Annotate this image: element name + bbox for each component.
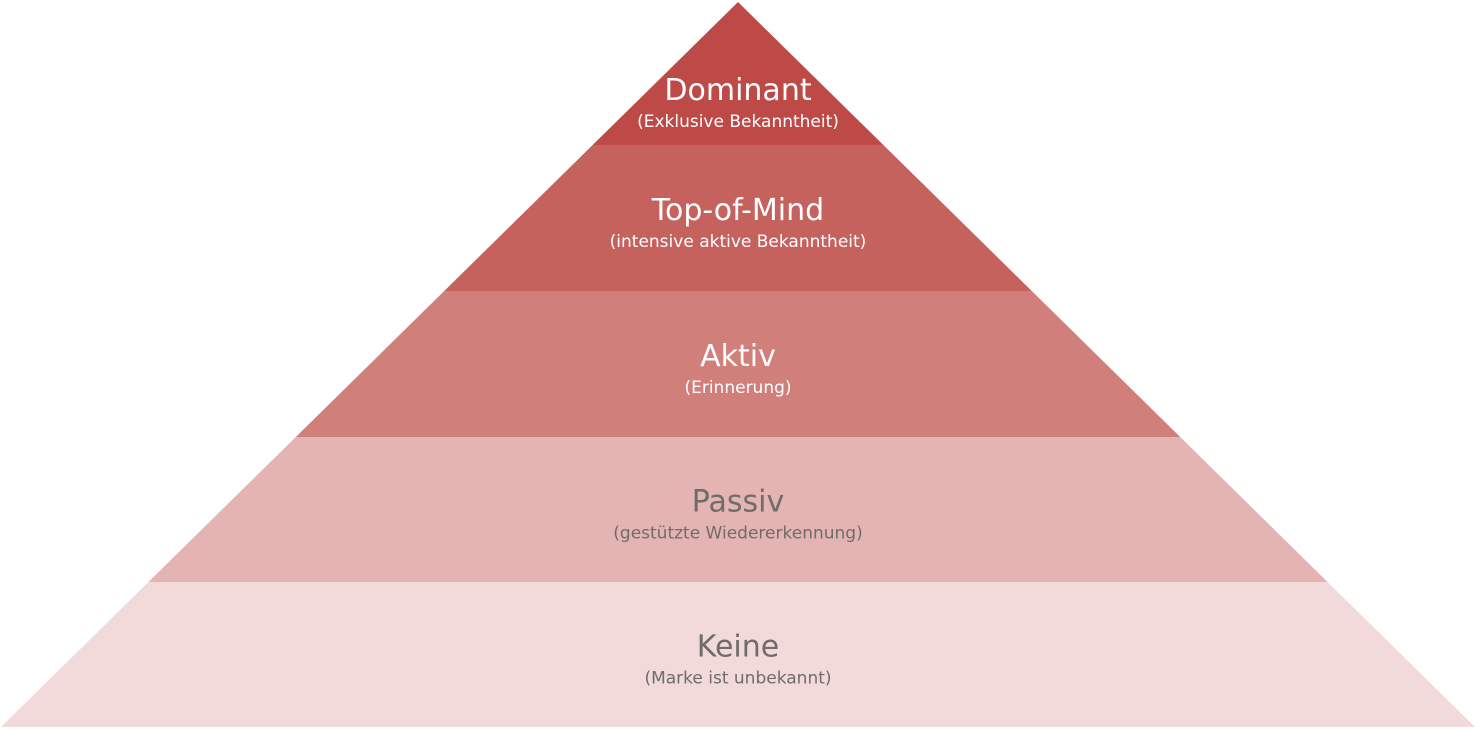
level-aktiv-title: Aktiv [700, 339, 776, 374]
level-dominant: Dominant (Exklusive Bekanntheit) [592, 2, 884, 145]
level-keine: Keine (Marke ist unbekannt) [1, 582, 1475, 727]
level-top-of-mind-title: Top-of-Mind [651, 193, 824, 228]
level-keine-shape [1, 582, 1475, 727]
level-aktiv-shape [295, 291, 1181, 437]
level-passiv-title: Passiv [692, 485, 784, 520]
level-passiv-shape [148, 437, 1328, 582]
level-top-of-mind: Top-of-Mind (intensive aktive Bekannthei… [444, 145, 1032, 291]
level-dominant-subtitle: (Exklusive Bekanntheit) [637, 112, 839, 132]
level-passiv: Passiv (gestützte Wiedererkennung) [148, 437, 1328, 582]
level-keine-title: Keine [697, 630, 779, 665]
level-dominant-shape [592, 2, 884, 145]
level-aktiv: Aktiv (Erinnerung) [295, 291, 1181, 437]
level-dominant-title: Dominant [664, 73, 811, 108]
level-keine-subtitle: (Marke ist unbekannt) [644, 669, 831, 689]
level-aktiv-subtitle: (Erinnerung) [684, 378, 791, 398]
level-passiv-subtitle: (gestützte Wiedererkennung) [613, 524, 862, 544]
level-top-of-mind-subtitle: (intensive aktive Bekanntheit) [610, 232, 867, 252]
level-top-of-mind-shape [444, 145, 1032, 291]
